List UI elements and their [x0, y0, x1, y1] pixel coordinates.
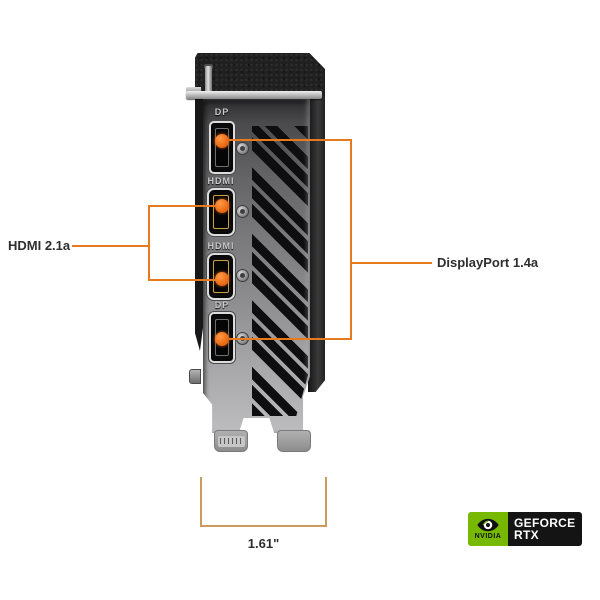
bracket-width-dimension: 1.61"	[247, 536, 280, 551]
geforce-rtx-badge: NVIDIA GEFORCE RTX	[468, 512, 582, 546]
port-dot-dp-2	[215, 332, 229, 346]
callout-line-hdmi-vertical	[148, 205, 150, 281]
dimension-line-bottom	[200, 525, 327, 527]
geforce-rtx-panel: GEFORCE RTX	[508, 512, 582, 546]
displayport-port-1	[209, 121, 235, 174]
card-edge-left	[195, 96, 204, 351]
port-dot-dp-1	[215, 134, 229, 148]
dimension-tick-right	[325, 477, 327, 527]
port-label-dp-1: DP	[214, 107, 230, 117]
callout-line-dp-top	[226, 139, 350, 141]
callout-line-hdmi-bottom	[148, 279, 220, 281]
bracket-screw-2	[236, 205, 249, 218]
callout-line-hdmi-to-text	[72, 245, 148, 247]
bracket-foot-right	[277, 430, 311, 452]
callout-line-dp-vertical	[350, 139, 352, 340]
vent-grille	[252, 126, 308, 416]
port-dot-hdmi-2	[215, 272, 229, 286]
callout-line-dp-bottom	[226, 338, 352, 340]
port-dot-hdmi-1	[215, 199, 229, 213]
displayport-callout-label: DisplayPort 1.4a	[437, 255, 539, 270]
dimension-tick-left	[200, 477, 202, 527]
bracket-screw-1	[236, 142, 249, 155]
bracket-top-lip	[186, 91, 322, 99]
card-edge-right	[308, 96, 325, 392]
serial-sticker	[218, 436, 245, 447]
callout-line-hdmi-top	[148, 205, 220, 207]
hdmi-callout-label: HDMI 2.1a	[8, 238, 71, 253]
bracket-pin	[205, 66, 212, 94]
rtx-text: RTX	[514, 528, 539, 542]
port-label-hdmi-1: HDMI	[207, 176, 235, 186]
nvidia-wordmark: NVIDIA	[474, 533, 502, 540]
bracket-side-nub	[189, 369, 201, 384]
port-label-hdmi-2: HDMI	[207, 241, 235, 251]
geforce-text: GEFORCE	[514, 516, 576, 530]
nvidia-eye-icon	[477, 518, 499, 532]
nvidia-logo-panel: NVIDIA	[468, 512, 508, 546]
callout-line-dp-to-text	[352, 262, 432, 264]
bracket-screw-3	[236, 269, 249, 282]
bracket-lip-hook	[186, 87, 201, 94]
port-label-dp-2: DP	[214, 300, 230, 310]
